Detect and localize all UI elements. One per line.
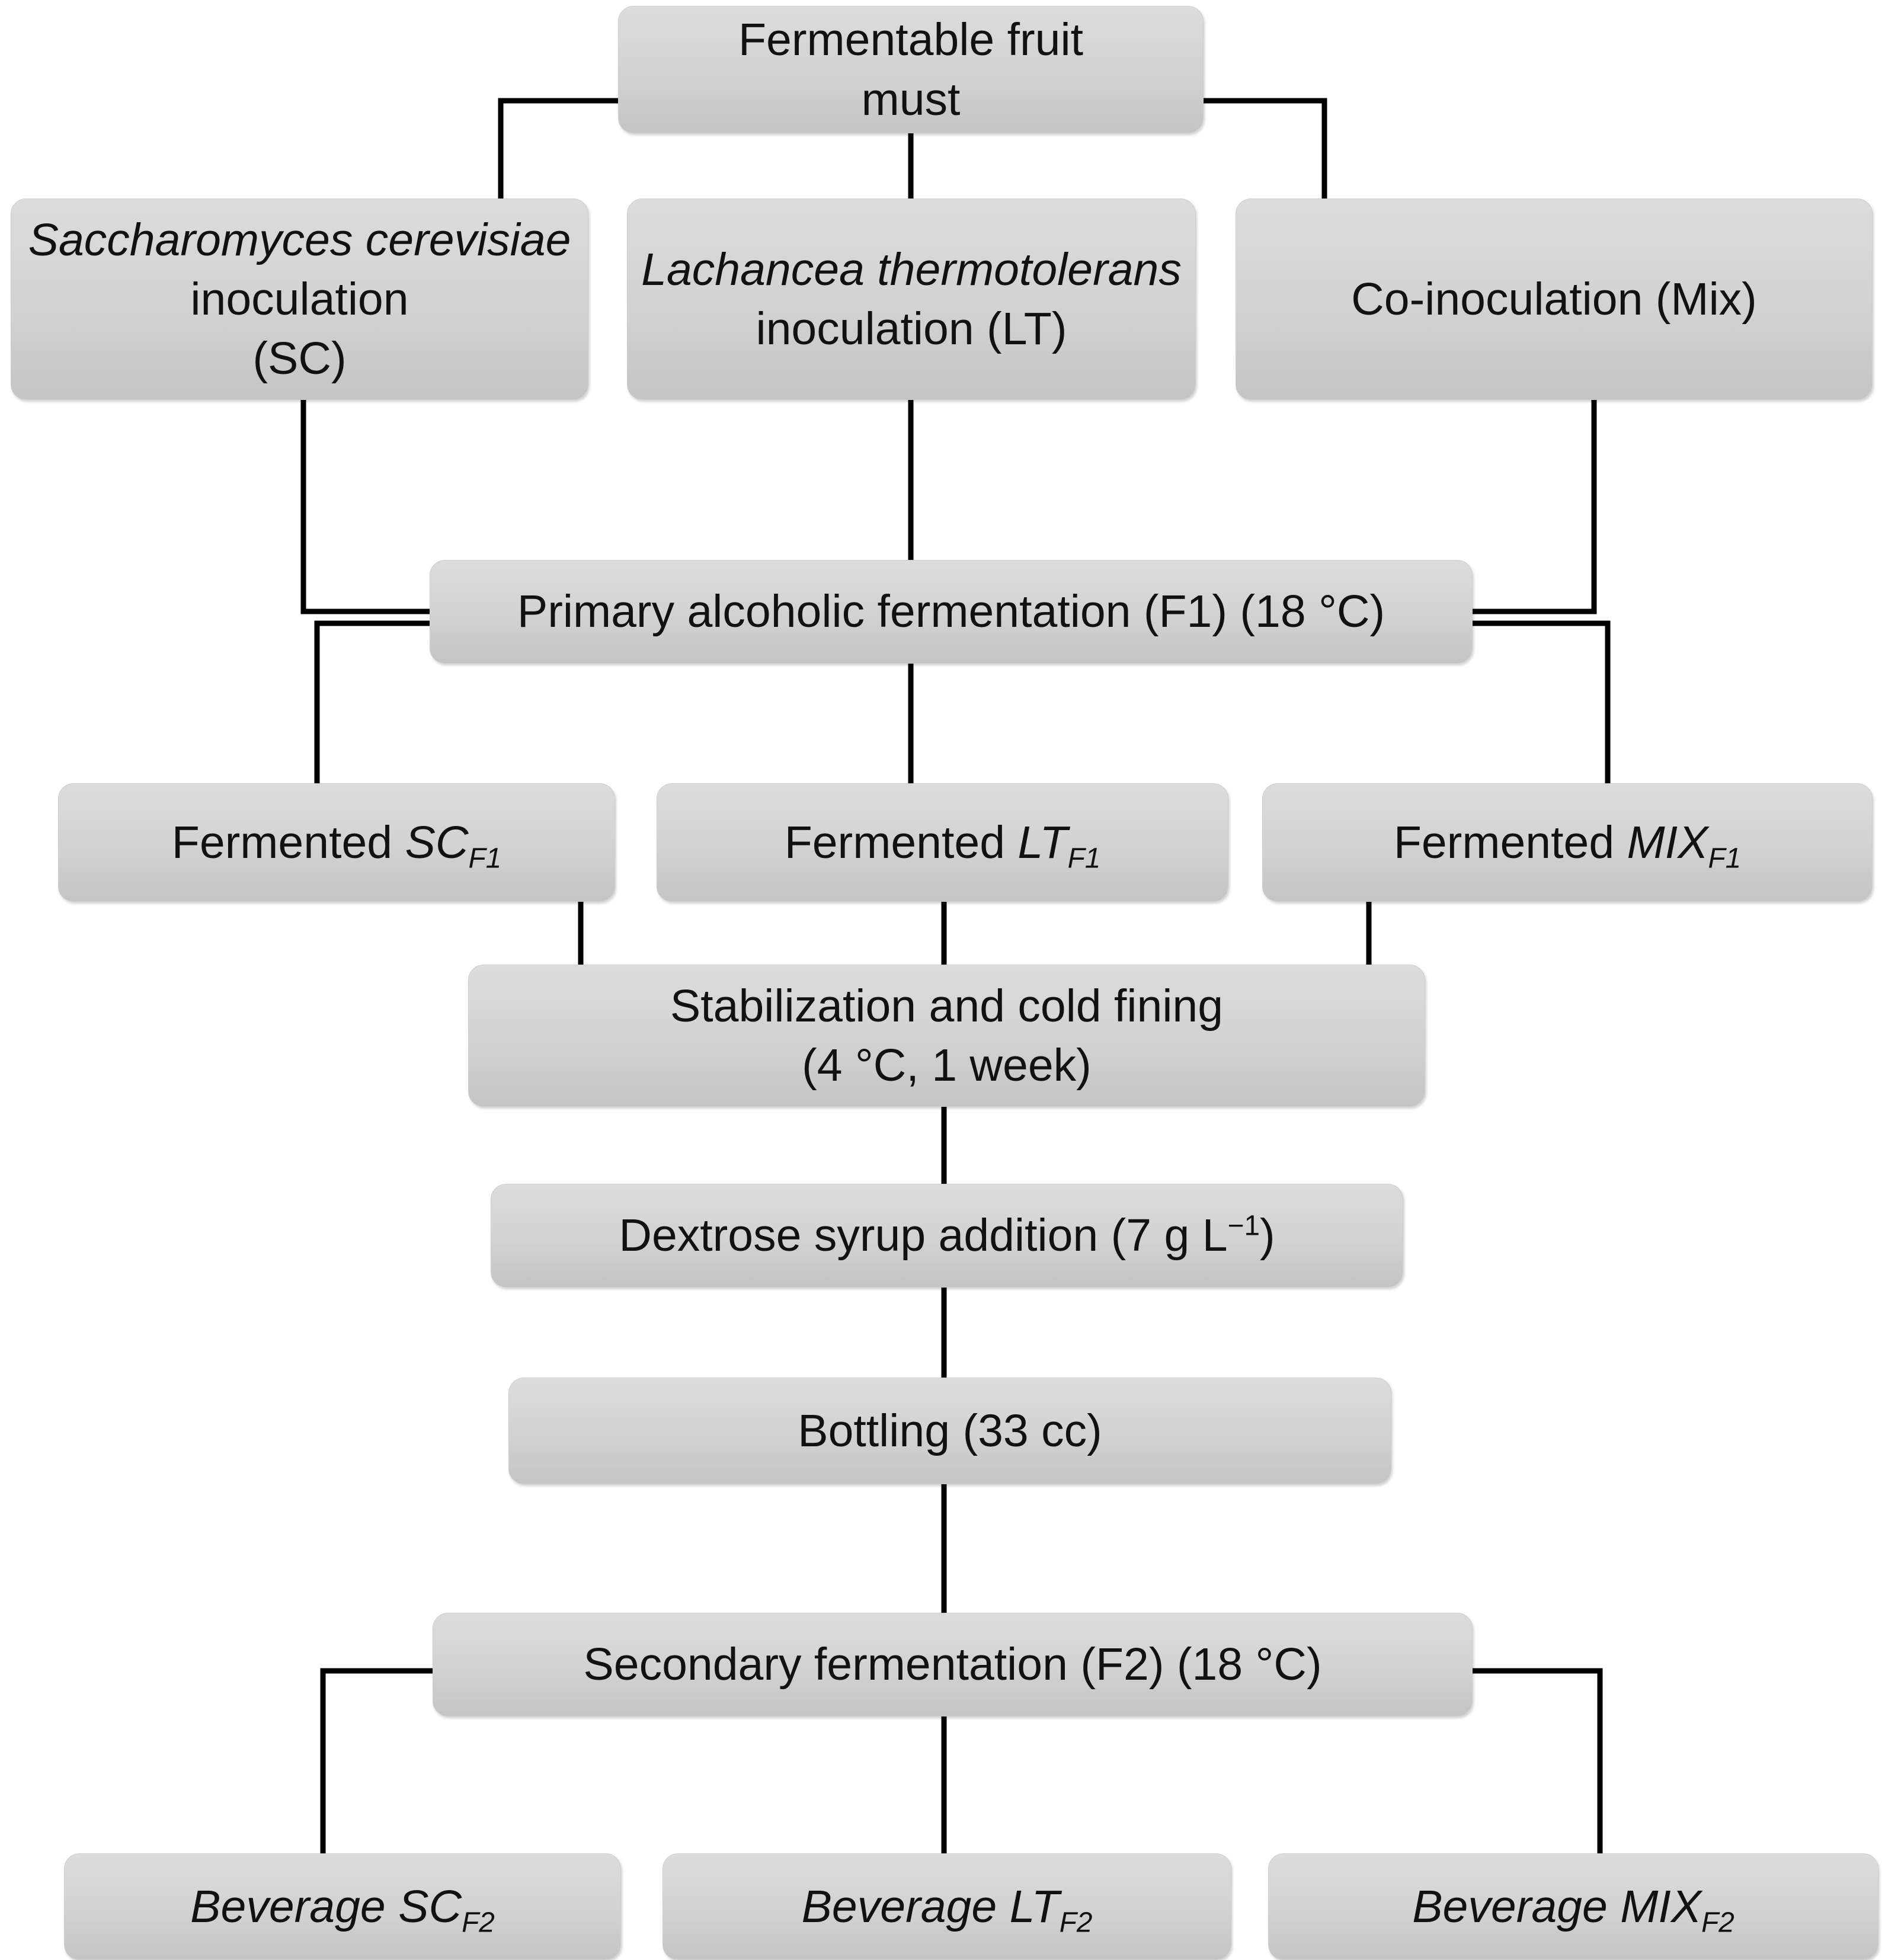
node-label: Bottling (33 cc) bbox=[798, 1405, 1102, 1456]
node-subscript: F1 bbox=[1067, 843, 1101, 875]
edge-f1-to-fermented-mix bbox=[1473, 620, 1611, 783]
node-label-suffix: ) bbox=[1260, 1210, 1275, 1261]
edge-f2-to-bev-sc bbox=[320, 1668, 433, 1853]
node-label: Primary alcoholic fermentation (F1) (18 … bbox=[517, 586, 1385, 638]
edge-sc-to-f1 bbox=[300, 400, 430, 614]
node-primary-alcoholic-fermentation[interactable]: Primary alcoholic fermentation (F1) (18 … bbox=[430, 560, 1473, 664]
node-label-prefix: Fermented bbox=[1393, 816, 1627, 868]
node-label: Fermented MIXF1 bbox=[1273, 813, 1861, 875]
node-secondary-fermentation[interactable]: Secondary fermentation (F2) (18 °C) bbox=[433, 1613, 1473, 1716]
node-label: Stabilization and cold fining (4 °C, 1 w… bbox=[670, 980, 1224, 1091]
node-label: Co-inoculation (Mix) bbox=[1351, 273, 1757, 325]
node-code: SC bbox=[405, 816, 469, 868]
node-subscript: F2 bbox=[462, 1907, 495, 1939]
node-label: Lachancea thermotolerans inoculation (LT… bbox=[638, 240, 1185, 358]
node-code: LT bbox=[1017, 816, 1068, 868]
edge-must-to-sc bbox=[498, 98, 618, 198]
node-sc-inoculation[interactable]: Saccharomyces cerevisiae inoculation (SC… bbox=[11, 198, 588, 400]
node-label: Beverage LTF2 bbox=[674, 1877, 1220, 1939]
node-label: Dextrose syrup addition (7 g L−1) bbox=[502, 1206, 1392, 1265]
node-dextrose-syrup-addition[interactable]: Dextrose syrup addition (7 g L−1) bbox=[491, 1184, 1403, 1288]
node-label-rest: inoculation (LT) bbox=[756, 303, 1067, 354]
node-code: MIX bbox=[1627, 816, 1708, 868]
node-beverage-lt-f2[interactable]: Beverage LTF2 bbox=[663, 1853, 1231, 1960]
node-label-prefix: Fermented bbox=[784, 816, 1018, 868]
node-fermented-lt-f1[interactable]: Fermented LTF1 bbox=[657, 783, 1228, 902]
node-label-prefix: Beverage LT bbox=[801, 1881, 1060, 1932]
node-bottling[interactable]: Bottling (33 cc) bbox=[508, 1378, 1391, 1484]
edge-f2-to-bev-mix bbox=[1473, 1668, 1603, 1853]
node-label: Secondary fermentation (F2) (18 °C) bbox=[583, 1639, 1322, 1690]
node-subscript: F1 bbox=[1708, 843, 1742, 875]
node-label-prefix: Beverage SC bbox=[190, 1881, 462, 1932]
node-label: Beverage SCF2 bbox=[75, 1877, 610, 1939]
node-co-inoculation-mix[interactable]: Co-inoculation (Mix) bbox=[1236, 198, 1873, 400]
node-beverage-mix-f2[interactable]: Beverage MIXF2 bbox=[1268, 1853, 1878, 1960]
node-fermentable-fruit-must[interactable]: Fermentable fruit must bbox=[618, 6, 1204, 133]
node-fermented-sc-f1[interactable]: Fermented SCF1 bbox=[58, 783, 615, 902]
node-label-rest: inoculation (SC) bbox=[190, 273, 409, 385]
node-stabilization-cold-fining[interactable]: Stabilization and cold fining (4 °C, 1 w… bbox=[468, 965, 1425, 1107]
edge-f1-to-fermented-sc bbox=[314, 620, 430, 783]
node-subscript: F1 bbox=[468, 843, 502, 875]
node-label-prefix: Dextrose syrup addition (7 g L bbox=[619, 1210, 1228, 1261]
node-label: Fermented SCF1 bbox=[69, 813, 604, 875]
node-subscript: F2 bbox=[1059, 1907, 1093, 1939]
node-label: Fermentable fruit must bbox=[738, 14, 1083, 125]
node-superscript: −1 bbox=[1227, 1210, 1260, 1242]
edge-mix-to-f1 bbox=[1473, 400, 1597, 614]
node-label: Beverage MIXF2 bbox=[1279, 1877, 1867, 1939]
species-name-sc: Saccharomyces cerevisiae bbox=[28, 214, 571, 265]
node-label-prefix: Beverage MIX bbox=[1412, 1881, 1702, 1932]
node-fermented-mix-f1[interactable]: Fermented MIXF1 bbox=[1262, 783, 1873, 902]
node-subscript: F2 bbox=[1701, 1907, 1734, 1939]
edge-must-to-mix bbox=[1204, 98, 1327, 198]
node-beverage-sc-f2[interactable]: Beverage SCF2 bbox=[64, 1853, 621, 1960]
node-label-prefix: Fermented bbox=[171, 816, 405, 868]
node-label: Fermented LTF1 bbox=[668, 813, 1217, 875]
species-name-lt: Lachancea thermotolerans bbox=[641, 244, 1182, 295]
node-lt-inoculation[interactable]: Lachancea thermotolerans inoculation (LT… bbox=[627, 198, 1196, 400]
node-label: Saccharomyces cerevisiae inoculation (SC… bbox=[22, 210, 577, 388]
